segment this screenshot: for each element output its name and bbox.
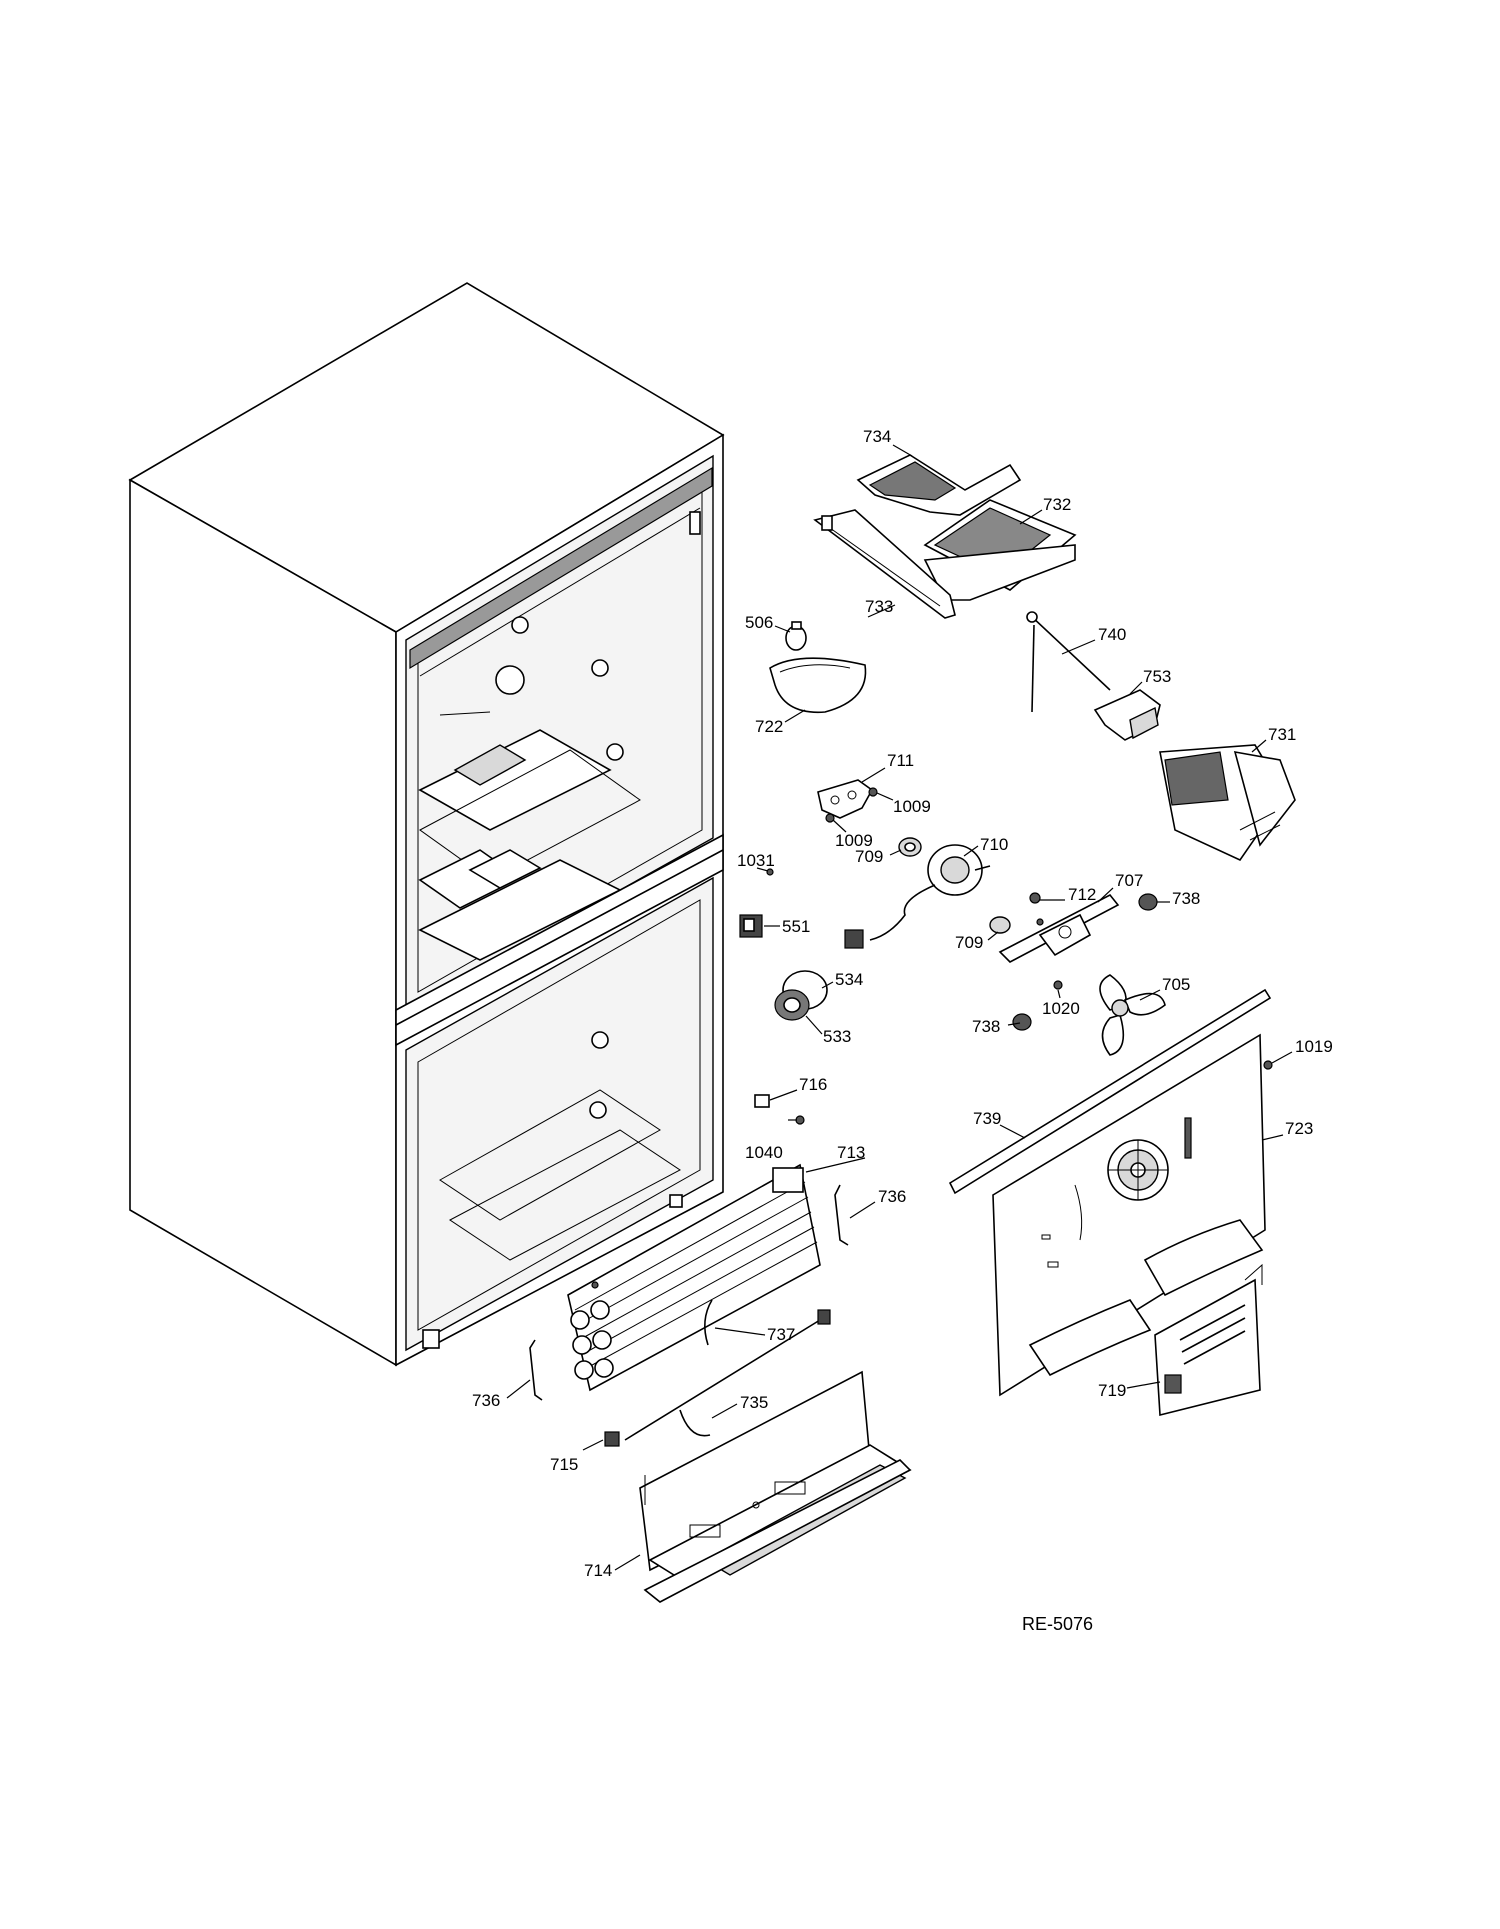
part-1020-screw (1053, 980, 1063, 990)
callout-1019: 1019 (1295, 1037, 1333, 1056)
callout-551: 551 (782, 917, 810, 936)
part-1009-screw-b (825, 813, 835, 823)
part-713-evaporator (567, 1163, 821, 1392)
callout-709-a: 709 (855, 847, 883, 866)
leader-lines (506, 444, 1293, 1571)
callout-705: 705 (1162, 975, 1190, 994)
part-739-seal-strip (948, 988, 1272, 1195)
part-738-grommet-b (1012, 1013, 1032, 1031)
callout-713: 713 (837, 1143, 865, 1162)
callout-1020: 1020 (1042, 999, 1080, 1018)
callout-1009-b: 1009 (835, 831, 873, 850)
callout-736-b: 736 (472, 1391, 500, 1410)
callout-722: 722 (755, 717, 783, 736)
callout-533: 533 (823, 1027, 851, 1046)
part-719-duct-cover (1028, 1219, 1264, 1417)
callout-labels: 734 732 733 506 722 740 753 731 711 1009… (472, 427, 1333, 1580)
part-1019-screw (1263, 1060, 1273, 1070)
part-737-clip (704, 1299, 713, 1346)
refrigerator-cabinet (128, 282, 725, 1367)
callout-506: 506 (745, 613, 773, 632)
part-heater-wire (624, 1309, 831, 1441)
callout-719: 719 (1098, 1381, 1126, 1400)
callout-731: 731 (1268, 725, 1296, 744)
callout-753: 753 (1143, 667, 1171, 686)
callout-707: 707 (1115, 871, 1143, 890)
callout-735: 735 (740, 1393, 768, 1412)
callout-733: 733 (865, 597, 893, 616)
part-738-grommet-a (1138, 893, 1158, 911)
callout-739: 739 (973, 1109, 1001, 1128)
callout-715: 715 (550, 1455, 578, 1474)
part-711-bracket (817, 779, 874, 819)
part-736-clip-b (529, 1339, 543, 1401)
callout-534: 534 (835, 970, 863, 989)
part-723-evaporator-cover (992, 1033, 1266, 1397)
part-735-clip (679, 1409, 711, 1437)
part-734-grille-cover (856, 454, 1022, 516)
part-709-grommet-b (989, 916, 1011, 934)
callout-737: 737 (767, 1325, 795, 1344)
callout-716: 716 (799, 1075, 827, 1094)
callout-709-b: 709 (955, 933, 983, 952)
drawing-code: RE-5076 (1022, 1614, 1093, 1634)
part-732-air-grille (923, 499, 1077, 601)
callout-712: 712 (1068, 885, 1096, 904)
callout-723: 723 (1285, 1119, 1313, 1138)
part-707-motor-bracket (998, 893, 1120, 963)
part-506-light-bulb (785, 621, 807, 651)
part-1031-screw (766, 868, 774, 876)
part-1040-screw (795, 1115, 805, 1125)
callout-736-a: 736 (878, 1187, 906, 1206)
part-722-light-cover (769, 657, 867, 714)
callout-738-a: 738 (1172, 889, 1200, 908)
callout-1009-a: 1009 (893, 797, 931, 816)
part-551-switch (739, 914, 763, 938)
part-533-damper (774, 989, 810, 1021)
part-715-connector (604, 1431, 620, 1447)
part-705-fan-blade (1099, 974, 1166, 1056)
callout-732: 732 (1043, 495, 1071, 514)
part-733-rail (813, 509, 956, 619)
part-731-ice-maker (1159, 744, 1296, 862)
part-710-fan-motor (844, 844, 991, 949)
callout-1031: 1031 (737, 851, 775, 870)
callout-1040: 1040 (745, 1143, 783, 1162)
callout-714: 714 (584, 1561, 612, 1580)
callout-738-b: 738 (972, 1017, 1000, 1036)
callout-734: 734 (863, 427, 891, 446)
part-736-clip-a (834, 1184, 849, 1246)
part-753-bracket (1093, 689, 1161, 741)
part-716-clip (754, 1094, 770, 1108)
part-1009-screw-c (1036, 918, 1044, 926)
callout-740: 740 (1098, 625, 1126, 644)
part-712-screw (1029, 892, 1041, 904)
callout-711: 711 (887, 751, 914, 770)
callout-710: 710 (980, 835, 1008, 854)
part-709-grommet-a (898, 837, 922, 857)
part-714-drain-pan (639, 1370, 912, 1603)
part-740-rod (1026, 611, 1111, 713)
part-1009-screw-a (868, 787, 878, 797)
